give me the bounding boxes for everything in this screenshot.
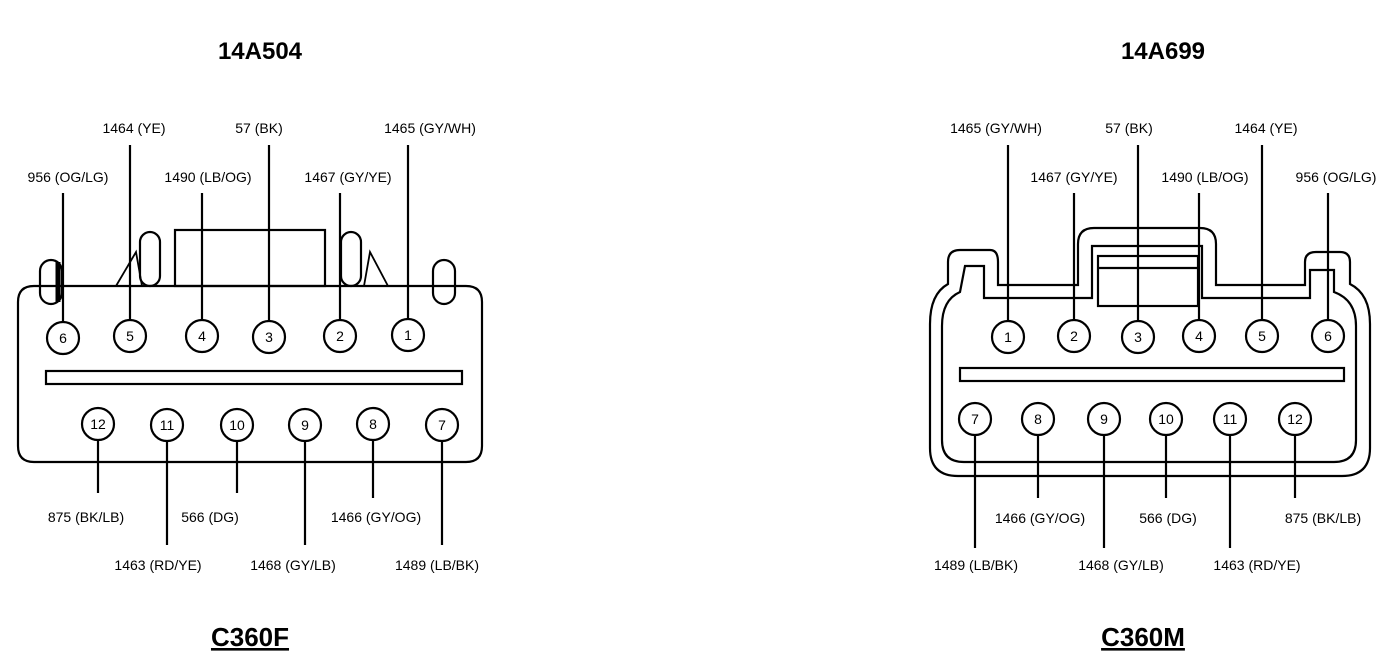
svg-text:7: 7 — [438, 417, 446, 433]
svg-text:10: 10 — [229, 417, 245, 433]
wire-label-right-pin5: 1464 (YE) — [1234, 120, 1297, 136]
svg-text:6: 6 — [1324, 328, 1332, 344]
wire-label-left-pin6: 956 (OG/LG) — [28, 169, 109, 185]
wire-label-right-pin4: 1490 (LB/OG) — [1161, 169, 1248, 185]
pin-6-right: 6 — [1310, 318, 1346, 354]
latch-left-b — [138, 230, 162, 288]
wire-label-left-pin3: 57 (BK) — [235, 120, 282, 136]
svg-text:4: 4 — [1195, 328, 1203, 344]
pin-10-left: 10 — [219, 407, 255, 443]
svg-text:4: 4 — [198, 328, 206, 344]
part-number-14a504: 14A504 — [218, 38, 303, 65]
pin-5-left: 5 — [112, 318, 148, 354]
svg-text:3: 3 — [1134, 329, 1142, 345]
wire-label-right-pin11: 1463 (RD/YE) — [1213, 557, 1300, 573]
wire-label-left-pin4: 1490 (LB/OG) — [164, 169, 251, 185]
pin-1-left: 1 — [390, 317, 426, 353]
connector-name-c360f: C360F — [211, 622, 289, 652]
svg-text:11: 11 — [160, 417, 175, 433]
pin-3-right: 3 — [1120, 319, 1156, 355]
wire-label-right-pin12: 875 (BK/LB) — [1285, 510, 1361, 526]
connector-name-c360m: C360M — [1101, 622, 1185, 652]
svg-text:3: 3 — [265, 329, 273, 345]
svg-text:10: 10 — [1158, 411, 1174, 427]
wire-label-right-pin6: 956 (OG/LG) — [1296, 169, 1377, 185]
ear-left-b — [431, 258, 457, 306]
lock-tab-left — [173, 228, 327, 288]
pin-4-right: 4 — [1181, 318, 1217, 354]
pin-11-right: 11 — [1212, 401, 1248, 437]
svg-text:1: 1 — [404, 327, 412, 343]
divider-bar-right — [958, 366, 1346, 383]
wire-label-right-pin9: 1468 (GY/LB) — [1078, 557, 1164, 573]
svg-text:8: 8 — [1034, 411, 1042, 427]
connector-body-right — [940, 244, 1358, 464]
pin-2-left: 2 — [322, 318, 358, 354]
part-number-14a699: 14A699 — [1121, 38, 1205, 65]
wire-label-right-pin8: 1466 (GY/OG) — [995, 510, 1085, 526]
pin-7-left: 7 — [424, 407, 460, 443]
key-block-right — [1096, 254, 1200, 308]
svg-text:12: 12 — [90, 416, 106, 432]
wire-label-left-pin7: 1489 (LB/BK) — [395, 557, 479, 573]
pin-9-left: 9 — [287, 407, 323, 443]
pin-1-right: 1 — [990, 319, 1026, 355]
svg-text:6: 6 — [59, 330, 67, 346]
connector-shell-right — [928, 226, 1372, 478]
pin-6-left: 6 — [45, 320, 81, 356]
wire-label-right-pin3: 57 (BK) — [1105, 120, 1152, 136]
pin-12-right: 12 — [1277, 401, 1313, 437]
pin-3-left: 3 — [251, 319, 287, 355]
wire-label-right-pin2: 1467 (GY/YE) — [1030, 169, 1117, 185]
pin-2-right: 2 — [1056, 318, 1092, 354]
latch-left-c — [339, 230, 363, 288]
wire-label-left-pin2: 1467 (GY/YE) — [304, 169, 391, 185]
svg-text:11: 11 — [1223, 411, 1238, 427]
svg-text:2: 2 — [1070, 328, 1078, 344]
svg-text:7: 7 — [971, 411, 979, 427]
wire-label-left-pin8: 1466 (GY/OG) — [331, 509, 421, 525]
pin-12-left: 12 — [80, 406, 116, 442]
pin-5-right: 5 — [1244, 318, 1280, 354]
wire-label-left-pin11: 1463 (RD/YE) — [114, 557, 201, 573]
wire-label-right-pin1: 1465 (GY/WH) — [950, 120, 1042, 136]
wire-label-right-pin10: 566 (DG) — [1139, 510, 1197, 526]
pin-10-right: 10 — [1148, 401, 1184, 437]
pin-7-right: 7 — [957, 401, 993, 437]
svg-text:12: 12 — [1287, 411, 1303, 427]
connector-c360m: 14A699 1 2 3 4 5 6 7 8 9 10 11 12 — [928, 38, 1377, 652]
pin-4-left: 4 — [184, 318, 220, 354]
divider-bar-left — [44, 369, 464, 386]
wire-label-left-pin1: 1465 (GY/WH) — [384, 120, 476, 136]
wire-label-left-pin5: 1464 (YE) — [102, 120, 165, 136]
svg-text:5: 5 — [1258, 328, 1266, 344]
svg-text:8: 8 — [369, 416, 377, 432]
wire-label-left-pin12: 875 (BK/LB) — [48, 509, 124, 525]
pin-11-left: 11 — [149, 407, 185, 443]
wire-label-left-pin10: 566 (DG) — [181, 509, 239, 525]
pin-9-right: 9 — [1086, 401, 1122, 437]
wire-label-right-pin7: 1489 (LB/BK) — [934, 557, 1018, 573]
connector-c360f: 14A504 6 5 4 3 2 1 12 11 10 9 8 7 — [16, 38, 484, 652]
svg-text:9: 9 — [301, 417, 309, 433]
pin-8-left: 8 — [355, 406, 391, 442]
wire-label-left-pin9: 1468 (GY/LB) — [250, 557, 336, 573]
connector-body-left — [16, 284, 484, 464]
svg-text:5: 5 — [126, 328, 134, 344]
svg-text:9: 9 — [1100, 411, 1108, 427]
svg-text:1: 1 — [1004, 329, 1012, 345]
svg-text:2: 2 — [336, 328, 344, 344]
latch-left-d — [363, 249, 389, 287]
pin-8-right: 8 — [1020, 401, 1056, 437]
